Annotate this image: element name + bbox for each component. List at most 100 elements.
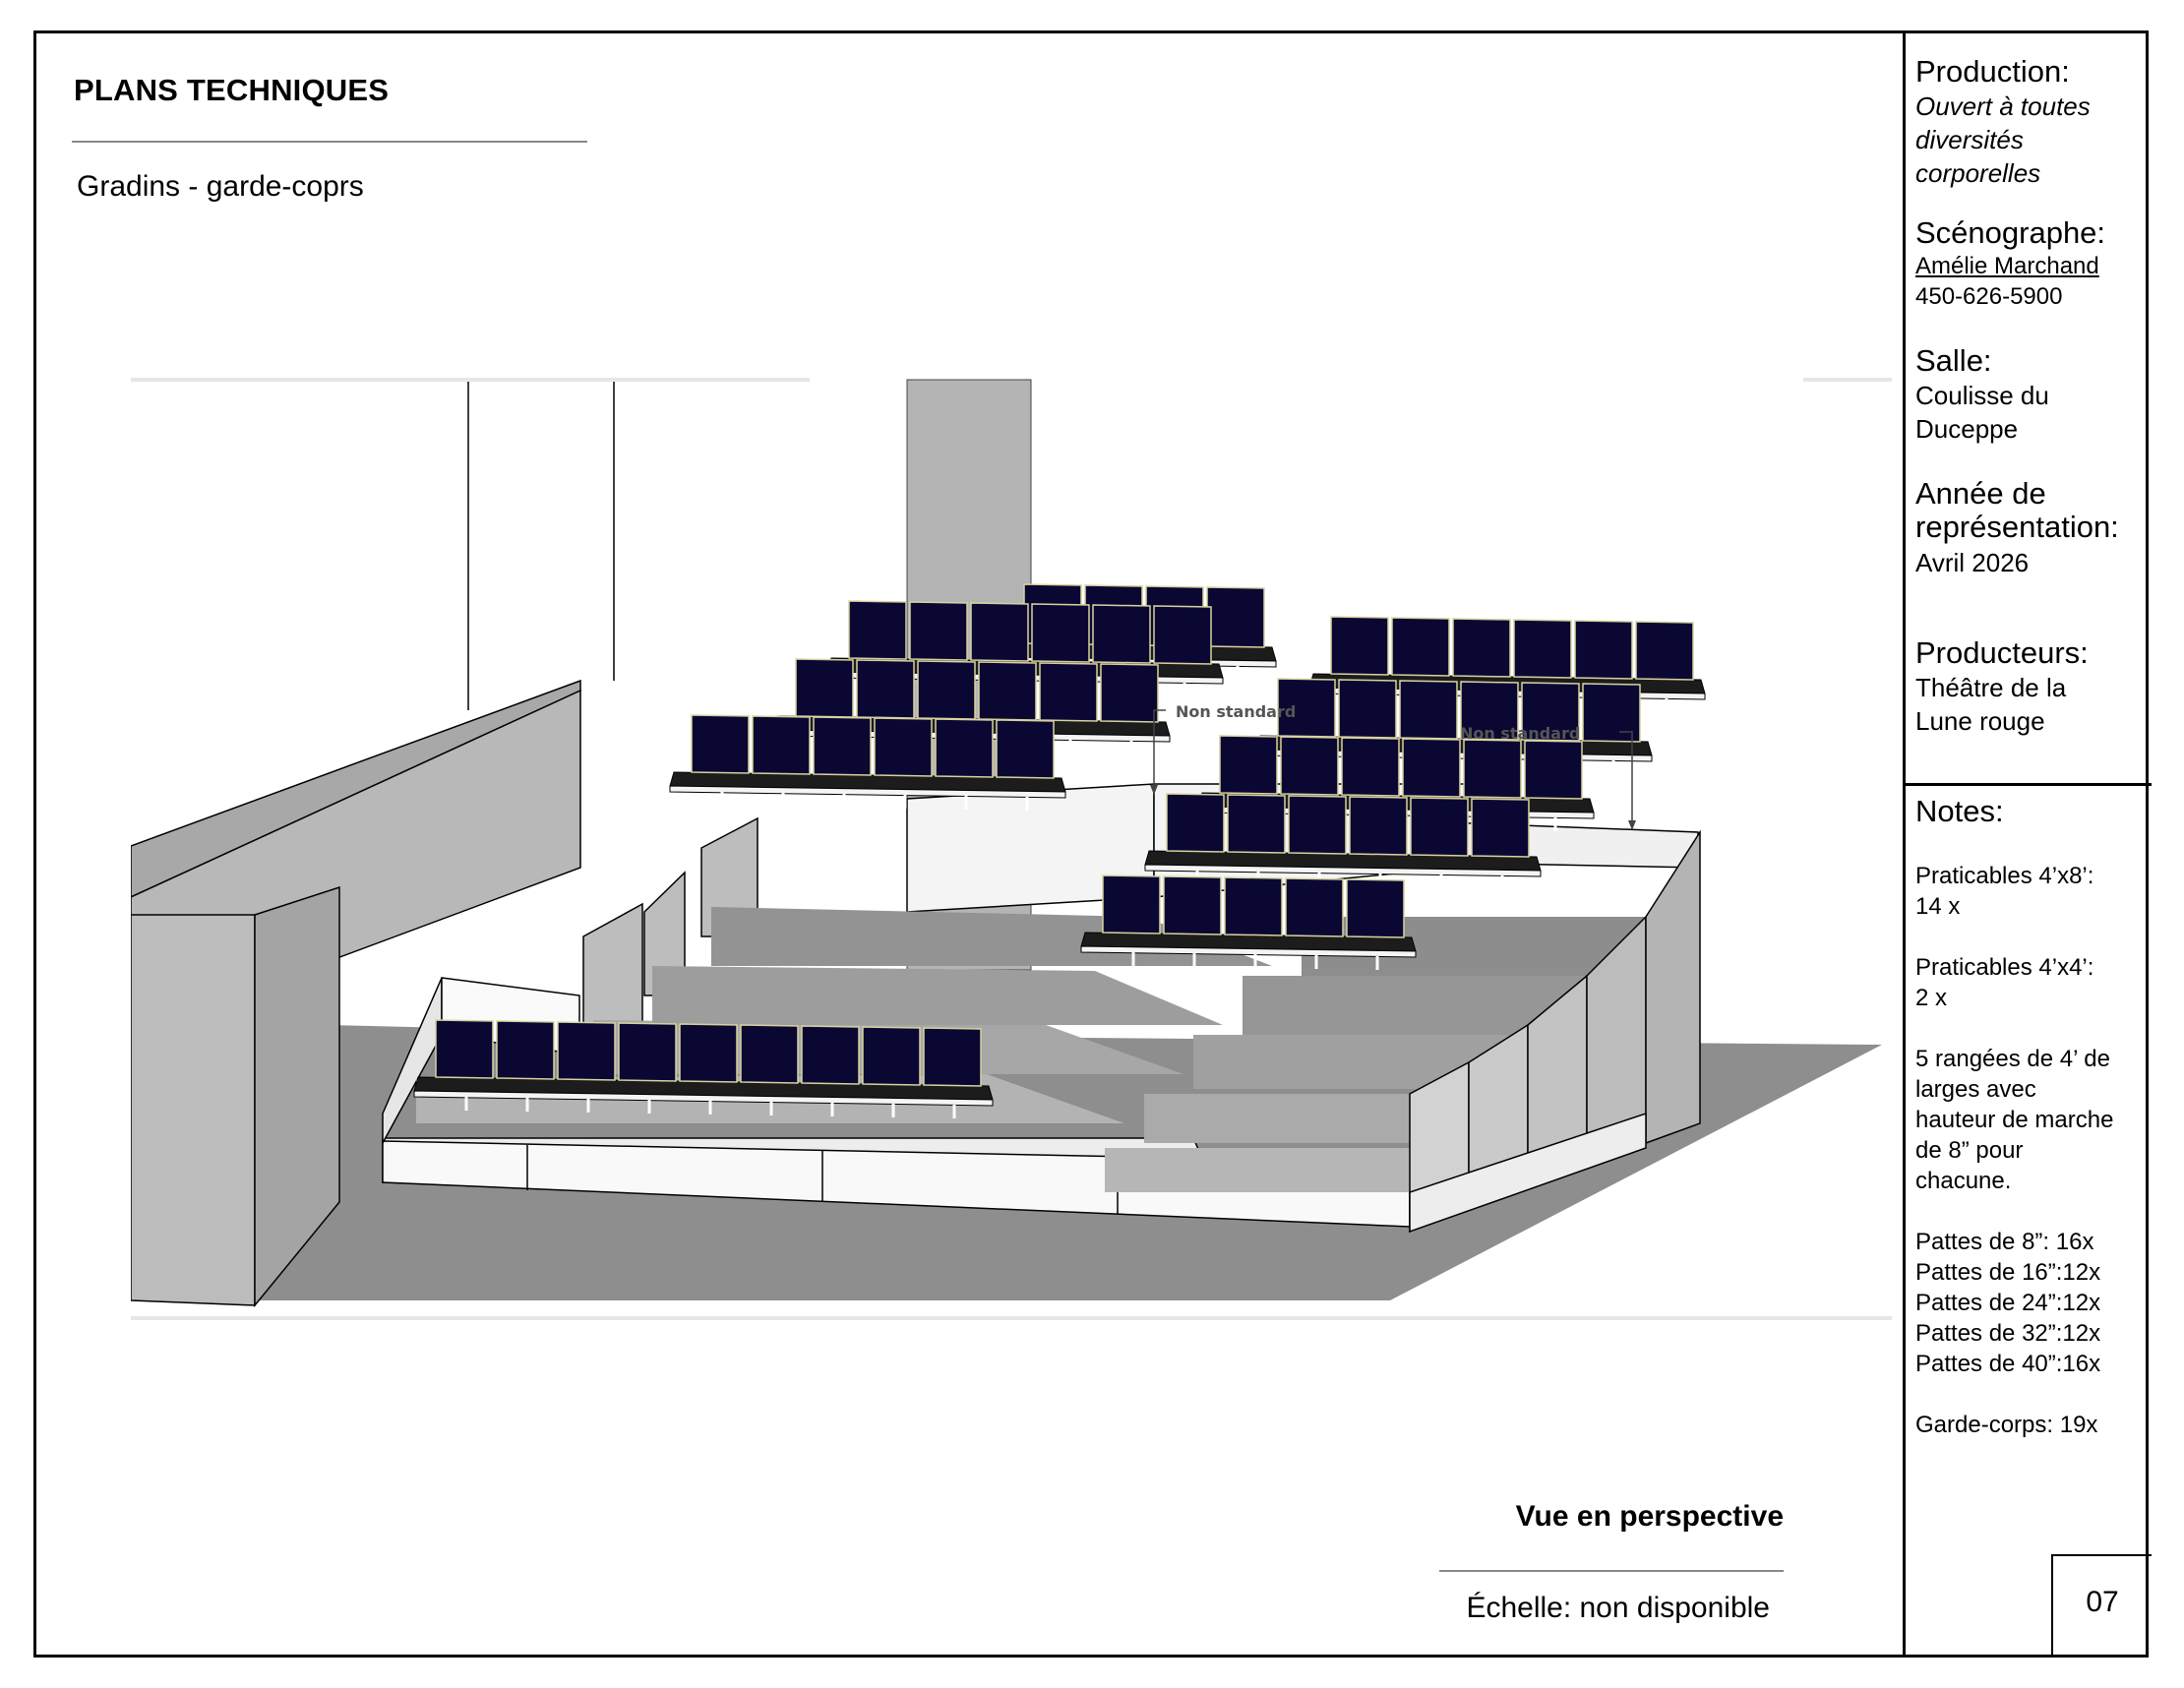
title-block: Production: Ouvert à toutes diversités c… xyxy=(1903,33,2152,1655)
seat xyxy=(618,1022,677,1082)
left-tread-3 xyxy=(652,966,1223,1025)
seat xyxy=(848,600,907,660)
seat xyxy=(1513,619,1572,679)
left-step-wall-2 xyxy=(582,902,643,1036)
seat-rail xyxy=(1080,945,1417,958)
notes-title: Notes: xyxy=(1915,794,2004,828)
seat xyxy=(1227,794,1286,854)
seat xyxy=(862,1026,921,1086)
seat xyxy=(1338,679,1397,739)
seat xyxy=(1574,620,1633,680)
seat xyxy=(1349,796,1408,856)
seat xyxy=(1346,878,1405,938)
venue-label: Salle: xyxy=(1915,343,1992,378)
seat xyxy=(935,718,994,778)
venue-line-1: Coulisse du xyxy=(1915,381,2049,410)
seat xyxy=(856,659,915,719)
producers-label: Producteurs: xyxy=(1915,635,2089,670)
right-row-2 xyxy=(1144,793,1542,889)
seat xyxy=(813,716,872,776)
seat xyxy=(1582,683,1641,743)
seat xyxy=(874,717,933,777)
scale-label: Échelle: non disponible xyxy=(1466,1592,1770,1624)
year-label-line-2: représentation: xyxy=(1915,510,2119,544)
note-line: Pattes de 16”:12x xyxy=(1915,1259,2101,1286)
note-line: Pattes de 32”:12x xyxy=(1915,1320,2101,1347)
right-tread-4 xyxy=(1243,976,1587,1035)
seat xyxy=(1102,874,1161,934)
annotation-left: Non standard xyxy=(1150,702,1296,795)
annotation-left-label: Non standard xyxy=(1176,702,1296,721)
view-title: Vue en perspective xyxy=(1515,1500,1784,1533)
producers-line-1: Théâtre de la xyxy=(1915,673,2067,702)
right-bleacher-block xyxy=(1105,829,1701,1234)
production-label: Production: xyxy=(1915,54,2070,89)
left-row-2 xyxy=(669,714,1066,811)
seat xyxy=(795,658,854,718)
seat xyxy=(1224,876,1283,936)
seat xyxy=(1330,616,1389,676)
seat xyxy=(1206,586,1265,648)
seat xyxy=(691,714,750,774)
seat xyxy=(1219,735,1278,795)
seat xyxy=(1092,604,1151,664)
seat xyxy=(1100,663,1159,723)
seat xyxy=(752,715,811,775)
production-line-1: Ouvert à toutes xyxy=(1915,91,2091,121)
view-divider xyxy=(1439,1570,1784,1572)
year-value: Avril 2026 xyxy=(1915,548,2030,577)
note-line: hauteur de marche xyxy=(1915,1107,2114,1133)
left-pillar-side xyxy=(254,885,340,1308)
annotation-left-arrow xyxy=(1150,785,1158,795)
seat xyxy=(1635,621,1694,681)
annotation-left-leader xyxy=(1153,709,1166,787)
note-line: Pattes de 24”:12x xyxy=(1915,1290,2101,1316)
left-pillar-front xyxy=(131,914,256,1306)
year-label-line-1: Année de xyxy=(1915,476,2046,511)
seat xyxy=(1166,793,1225,853)
seat xyxy=(1039,662,1098,722)
production-line-3: corporelles xyxy=(1915,158,2041,188)
note-line: Garde-corps: 19x xyxy=(1915,1412,2098,1438)
left-row-1 xyxy=(413,1019,994,1118)
scenographer-name[interactable]: Amélie Marchand xyxy=(1915,253,2099,279)
seat xyxy=(1288,795,1347,855)
seat xyxy=(996,719,1055,779)
note-line: 2 x xyxy=(1915,985,1948,1011)
annotation-right-leader xyxy=(1619,731,1633,822)
seat xyxy=(1460,681,1519,741)
seat xyxy=(1277,678,1336,738)
seat-rows xyxy=(413,583,1706,1118)
header-divider xyxy=(72,141,587,143)
seat xyxy=(1399,680,1458,740)
annotation-right-label: Non standard xyxy=(1460,724,1580,743)
note-line: de 8” pour xyxy=(1915,1137,2024,1164)
seat xyxy=(1285,877,1344,937)
seat xyxy=(1402,738,1461,798)
note-line: 14 x xyxy=(1915,893,1961,920)
right-side-wall-5 xyxy=(1645,829,1701,1145)
plan-sheet: PLANS TECHNIQUES Gradins - garde-coprs xyxy=(33,30,2152,1658)
producers-line-2: Lune rouge xyxy=(1915,706,2045,736)
note-line: 5 rangées de 4’ de xyxy=(1915,1046,2110,1072)
note-line: chacune. xyxy=(1915,1168,2012,1194)
page-number-box: 07 xyxy=(2051,1554,2152,1655)
seat xyxy=(1463,739,1522,799)
seat xyxy=(1163,875,1222,935)
seat xyxy=(923,1027,982,1087)
seat xyxy=(1471,798,1530,858)
seat xyxy=(909,601,968,661)
seat xyxy=(1153,605,1212,665)
seat xyxy=(917,660,976,720)
seat xyxy=(1341,737,1400,797)
scenographer-label: Scénographe: xyxy=(1915,215,2106,250)
right-tread-2 xyxy=(1144,1094,1469,1143)
seat-rail xyxy=(669,785,1066,799)
note-line: Pattes de 40”:16x xyxy=(1915,1351,2101,1377)
seat-rail xyxy=(1144,864,1542,877)
seat xyxy=(496,1020,555,1080)
annotation-right: Non standard xyxy=(1460,724,1636,830)
project-info: Production: Ouvert à toutes diversités c… xyxy=(1906,33,2152,786)
sheet-title: PLANS TECHNIQUES xyxy=(74,73,390,107)
